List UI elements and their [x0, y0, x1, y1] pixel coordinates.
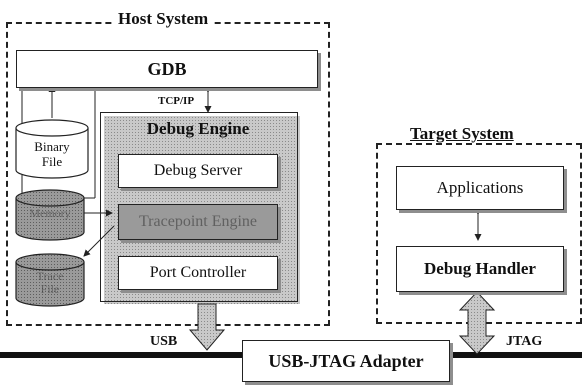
port-controller-label: Port Controller: [149, 264, 247, 281]
target-system-title: Target System: [406, 125, 518, 142]
usb-label: USB: [150, 334, 178, 349]
debug-handler-box: Debug Handler: [396, 246, 564, 292]
debug-handler-label: Debug Handler: [424, 259, 536, 278]
memory-label: Memory: [29, 206, 71, 220]
applications-label: Applications: [436, 178, 524, 197]
gdb-box: GDB: [16, 50, 318, 88]
tcpip-label: TCP/IP: [158, 95, 195, 107]
host-system-title: Host System: [114, 10, 213, 27]
jtag-label: JTAG: [506, 334, 543, 349]
tracepoint-to-tracefile-arrow: [83, 225, 115, 257]
debug-engine-title: Debug Engine: [146, 119, 250, 138]
target-bus-fat-arrow: [458, 291, 496, 355]
usb-jtag-adapter-box: USB-JTAG Adapter: [242, 340, 450, 382]
gdb-label: GDB: [147, 58, 187, 79]
debug-engine-box: [100, 112, 298, 302]
memory-cylinder: [15, 189, 85, 241]
trace-file-cylinder: [15, 253, 85, 307]
trace-file-label: Trace File: [36, 269, 64, 297]
tracepoint-engine-label: Tracepoint Engine: [138, 213, 258, 230]
binary-file-label: Binary File: [34, 139, 70, 169]
tracepoint-engine-box: Tracepoint Engine: [118, 204, 278, 240]
port-controller-box: Port Controller: [118, 256, 278, 290]
binary-file-cylinder: [15, 119, 89, 179]
applications-box: Applications: [396, 166, 564, 210]
engine-bus-fat-arrow: [188, 303, 226, 351]
usb-jtag-adapter-label: USB-JTAG Adapter: [268, 350, 424, 371]
debug-server-box: Debug Server: [118, 154, 278, 188]
debug-server-label: Debug Server: [153, 162, 243, 179]
